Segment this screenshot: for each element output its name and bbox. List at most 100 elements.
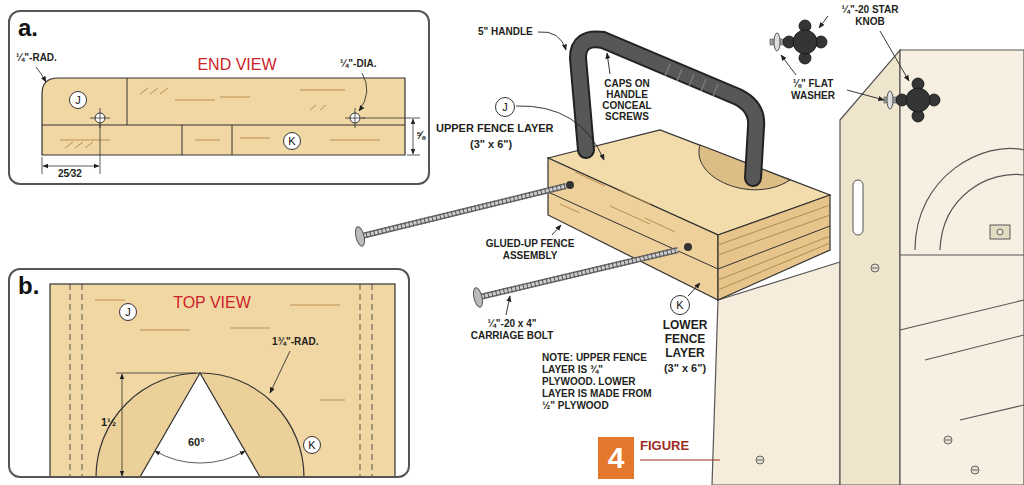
dimension-label: 1¾"-RAD. [272, 336, 318, 348]
end-view-drawing [232, 125, 233, 155]
star-knobs [887, 91, 893, 109]
part-label: ¼"-20 x 4" CARRIAGE BOLT [466, 318, 558, 342]
part-callout: J [119, 303, 137, 321]
end-view-drawing [42, 124, 100, 174]
top-view-drawing [50, 284, 395, 477]
view-title: TOP VIEW [173, 294, 251, 312]
figure-rule [640, 460, 720, 461]
jig-body [712, 262, 840, 485]
handle [578, 39, 756, 178]
end-view-drawing [359, 73, 367, 111]
end-view-drawing [362, 118, 420, 155]
part-label: GLUED-UP FENCE ASSEMBLY [482, 238, 578, 262]
part-callout: J [69, 91, 87, 109]
jig-body [900, 50, 1024, 485]
jig-body [853, 180, 863, 235]
top-view-drawing [8, 268, 410, 478]
fence-block [548, 192, 718, 269]
part-size: (3" x 6") [655, 362, 715, 375]
part-label: LOWER FENCE LAYER [655, 318, 715, 360]
dimension-label: ¼"-DIA. [340, 58, 376, 70]
jig-body [900, 255, 1024, 420]
leader-lines [688, 283, 700, 296]
fence-block [699, 145, 790, 190]
carriage-bolts [472, 287, 484, 308]
handle [578, 39, 756, 178]
note-text: NOTE: UPPER FENCE LAYER IS ¾" PLYWOOD. L… [542, 352, 656, 412]
part-letter: K [676, 299, 683, 312]
jig-body [757, 268, 978, 470]
end-view-drawing [8, 10, 430, 185]
part-letter: J [75, 94, 81, 107]
handle [665, 64, 718, 96]
top-view-drawing [155, 451, 245, 463]
part-label: ⅛" FLAT WASHER [782, 78, 844, 102]
panel-letter: b. [18, 272, 39, 300]
jig-body [840, 50, 900, 485]
view-panel: a. END VIEW J K [8, 10, 430, 185]
fence-block [548, 158, 718, 300]
leader-lines [781, 55, 796, 75]
part-callout: K [283, 132, 301, 150]
view-panel: b. TOP VIEW J K [8, 268, 410, 478]
end-view-drawing [413, 119, 414, 154]
figure-rule [640, 460, 720, 461]
fence-block [718, 226, 830, 269]
part-label: 5" HANDLE [478, 26, 533, 38]
end-view-drawing [43, 166, 99, 167]
carriage-bolts [354, 226, 367, 247]
top-view-drawing [96, 373, 304, 477]
top-view-drawing [270, 351, 290, 393]
part-letter: K [308, 439, 315, 452]
end-view-drawing [42, 125, 405, 126]
part-label: UPPER FENCE LAYER [436, 122, 554, 135]
carriage-bolts [362, 186, 566, 236]
carriage-bolts [366, 186, 566, 235]
figure-number: 4 [608, 441, 625, 476]
part-callout: K [670, 295, 690, 315]
fence-block [566, 181, 574, 189]
leader-lines [607, 53, 610, 74]
jig-body [940, 174, 1024, 250]
star-knobs [906, 88, 930, 112]
top-view-drawing [8, 268, 410, 478]
dimension-label: 25⁄32 [58, 168, 82, 180]
top-view-drawing [140, 373, 260, 477]
jig-body [990, 225, 1010, 239]
dimension-label: ⅝ [416, 129, 425, 142]
fence-block [718, 205, 830, 290]
carriage-bolts [354, 186, 678, 308]
dimension-label: 60° [188, 436, 205, 449]
star-knobs [896, 78, 940, 122]
dimension-label: 1½ [101, 416, 116, 429]
carriage-bolts [362, 186, 566, 236]
panel-letter: a. [18, 14, 38, 42]
figure-word: FIGURE [640, 439, 689, 454]
part-letter: J [502, 101, 508, 114]
top-view-drawing [70, 284, 372, 477]
figure-badge: 4FIGURE [598, 437, 634, 479]
leader-lines [506, 16, 909, 315]
view-title: END VIEW [197, 56, 276, 74]
part-size: (3" x 6") [470, 138, 512, 151]
end-view-drawing [36, 67, 46, 82]
top-view-drawing [116, 373, 196, 374]
end-view-drawing [8, 10, 430, 185]
end-view-drawing [42, 78, 405, 155]
dimension-label: ¼"-RAD. [16, 52, 57, 64]
part-letter: J [125, 306, 131, 319]
fence-block [684, 243, 692, 251]
part-letter: K [288, 135, 295, 148]
top-view-drawing [122, 374, 123, 476]
star-knobs [770, 20, 940, 122]
leader-lines [552, 225, 561, 235]
star-knobs [774, 33, 780, 51]
part-label: CAPS ON HANDLE CONCEAL SCREWS [598, 78, 656, 122]
handle [578, 39, 756, 178]
leader-lines [819, 16, 828, 28]
end-view-drawing [127, 78, 128, 125]
leader-lines [847, 90, 884, 100]
part-callout: J [495, 97, 515, 117]
leader-lines [880, 31, 909, 81]
